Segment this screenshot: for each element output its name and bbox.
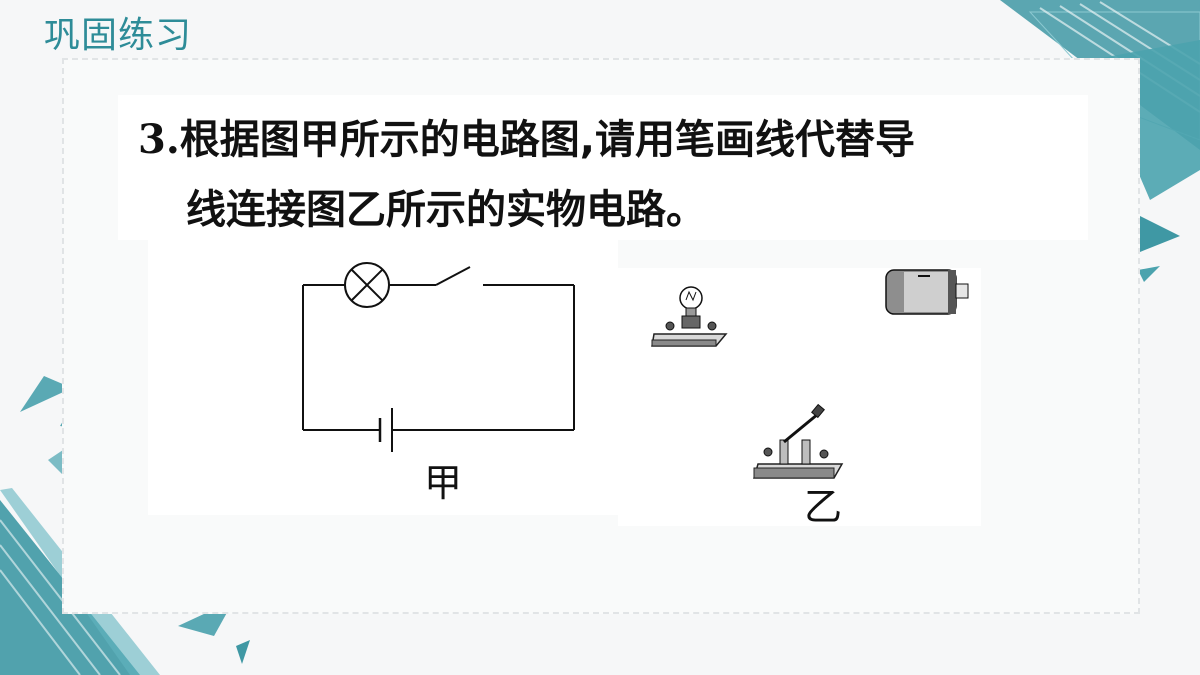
lamp-cross-2 (350, 268, 384, 302)
circuit-diagram (302, 262, 575, 452)
bulb-component (651, 286, 728, 347)
question-block: 3.根据图甲所示的电路图,请用笔画线代替导 线连接图乙所示的实物电路。 (118, 95, 1088, 240)
deco-triangle-left-3 (48, 448, 66, 474)
question-line-2: 线连接图乙所示的实物电路。 (186, 187, 706, 233)
figure-circuit-diagram: 甲 (148, 240, 618, 515)
figure-b-label: 乙 (804, 485, 843, 529)
deco-triangle-bottom-2 (236, 640, 250, 664)
question-line-1: 3.根据图甲所示的电路图,请用笔画线代替导 (138, 107, 915, 165)
switch-component (753, 403, 844, 479)
deco-triangle-left-1 (20, 376, 72, 412)
figure-physical-circuit: 乙 (618, 268, 981, 529)
deco-triangle-right-2 (1138, 266, 1160, 282)
switch-blade (435, 266, 471, 286)
question-number: 3. (138, 116, 180, 163)
battery-component (885, 269, 969, 315)
section-title: 巩固练习 (44, 15, 193, 56)
question-text-1: 根据图甲所示的电路图,请用笔画线代替导 (179, 117, 915, 163)
physical-components (651, 269, 969, 479)
deco-stripes-bottom-left (0, 519, 121, 675)
figure-a-label: 甲 (424, 461, 463, 505)
